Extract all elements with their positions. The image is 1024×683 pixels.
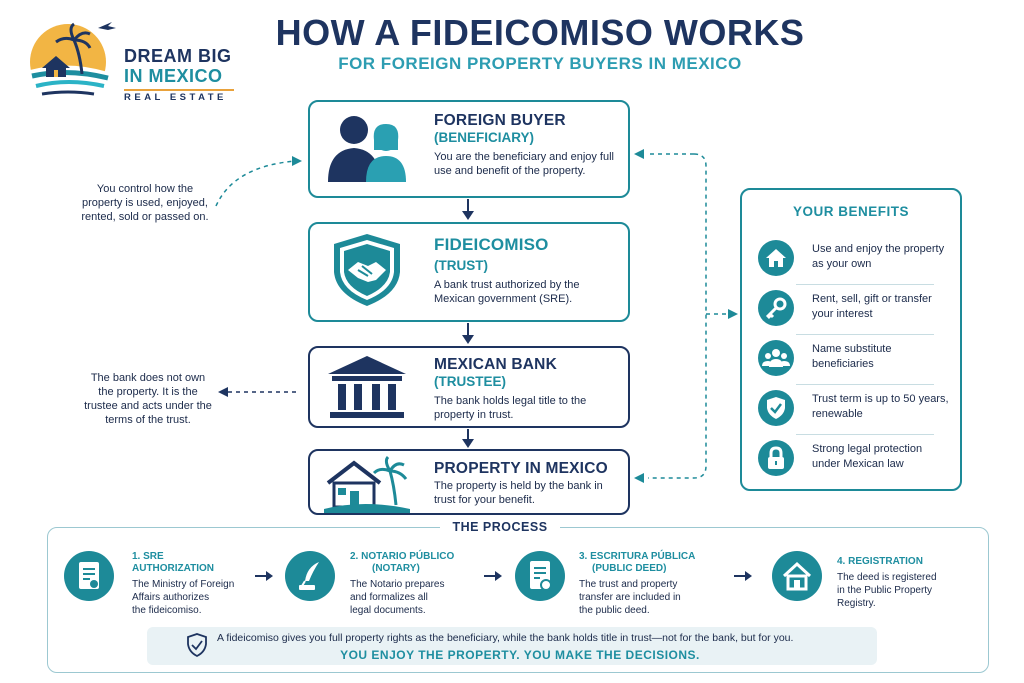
step-title: 4. REGISTRATION (837, 556, 923, 567)
note-bank: The bank does not own the property. It i… (84, 372, 212, 426)
benefit-divider (796, 434, 934, 435)
step-desc-line: The deed is registered (837, 572, 937, 583)
benefit-item: Rent, sell, gift or transfer your intere… (758, 286, 950, 334)
benefit-item: Name substitute beneficiaries (758, 336, 950, 384)
flow-card-title: PROPERTY IN MEXICO (434, 460, 608, 477)
logo-line3: REAL ESTATE (124, 92, 227, 103)
flow-card-description: You are the beneficiary and enjoy full u… (434, 151, 614, 177)
down-arrow-icon (462, 429, 474, 448)
shield-check-icon (758, 390, 794, 426)
benefit-divider (796, 384, 934, 385)
summary-tagline: YOU ENJOY THE PROPERTY. YOU MAKE THE DEC… (340, 648, 700, 662)
flow-card-mexican-bank: MEXICAN BANK (TRUSTEE) The bank holds le… (308, 346, 630, 428)
flow-card-title: MEXICAN BANK (434, 356, 557, 373)
quill-icon (285, 551, 335, 601)
page-subtitle: FOR FOREIGN PROPERTY BUYERS IN MEXICO (338, 54, 742, 73)
step-title-sub: (PUBLIC DEED) (592, 563, 667, 574)
benefits-panel: YOUR BENEFITS Use and enjoy the property… (740, 188, 962, 491)
summary-text: A fideicomiso gives you full property ri… (217, 632, 794, 644)
dashed-arrow-icon (215, 156, 302, 207)
logo-divider (124, 89, 234, 91)
benefit-text: Name substitute beneficiaries (812, 343, 892, 370)
benefit-text: Strong legal protection under Mexican la… (812, 443, 923, 470)
benefit-text: Trust term is up to 50 years, renewable (812, 393, 949, 420)
people-icon (328, 116, 406, 182)
step-desc-line: The trust and property (579, 579, 678, 590)
deed-icon (515, 551, 565, 601)
down-arrow-icon (462, 199, 474, 220)
step-title-sub: (NOTARY) (372, 563, 420, 574)
step-desc-line: the public deed. (579, 605, 650, 616)
down-arrow-icon (462, 323, 474, 344)
group-icon (758, 340, 794, 376)
benefit-divider (796, 284, 934, 285)
flow-card-title: FOREIGN BUYER (434, 112, 566, 129)
flow-card-description: The bank holds legal title to the proper… (434, 395, 587, 421)
step-title: 2. NOTARIO PÚBLICO (350, 551, 455, 562)
flow-card-subtitle: (BENEFICIARY) (434, 130, 534, 145)
handshake-shield-icon (334, 234, 400, 306)
dashed-arrow-icon (218, 387, 300, 397)
logo-line2: IN MEXICO (124, 66, 223, 86)
step-desc-line: The Ministry of Foreign (132, 579, 235, 590)
step-desc-line: Registry. (837, 598, 876, 609)
step-desc-line: the fideicomiso. (132, 605, 202, 616)
benefits-heading: YOUR BENEFITS (792, 204, 909, 219)
right-arrow-icon (734, 571, 752, 581)
benefit-text: Rent, sell, gift or transfer your intere… (812, 293, 932, 320)
process-heading: THE PROCESS (440, 520, 560, 534)
page-title: HOW A FIDEICOMISO WORKS (275, 12, 805, 53)
house-palm-icon (324, 455, 410, 513)
document-icon (64, 551, 114, 601)
benefit-item: Trust term is up to 50 years, renewable (758, 386, 950, 434)
house-icon (772, 551, 822, 601)
step-desc-line: The Notario prepares (350, 579, 445, 590)
flow-card-subtitle: (TRUSTEE) (434, 374, 506, 389)
logo-line1: DREAM BIG (124, 46, 232, 66)
step-desc-line: Affairs authorizes (132, 592, 210, 603)
note-control: You control how the property is used, en… (81, 183, 209, 223)
flow-card-title: FIDEICOMISO (434, 235, 549, 254)
step-desc-line: legal documents. (350, 605, 426, 616)
step-desc-line: transfer are included in (579, 592, 681, 603)
step-title: 1. SRE (132, 551, 164, 562)
bank-icon (328, 356, 406, 418)
step-desc-line: and formalizes all (350, 592, 428, 603)
benefit-divider (796, 334, 934, 335)
right-arrow-icon (484, 571, 502, 581)
flow-card-foreign-buyer: FOREIGN BUYER (BENEFICIARY) You are the … (308, 100, 630, 198)
benefits-connector (634, 149, 738, 483)
benefit-item: Strong legal protection under Mexican la… (758, 436, 950, 484)
flow-card-description: The property is held by the bank in trus… (434, 480, 603, 506)
flow-card-description: A bank trust authorized by the Mexican g… (434, 279, 580, 305)
lock-icon (758, 440, 794, 476)
step-desc-line: in the Public Property (837, 585, 933, 596)
flow-card-fideicomiso: FIDEICOMISO (TRUST) A bank trust authori… (308, 222, 630, 322)
benefit-text: Use and enjoy the property as your own (812, 243, 945, 270)
benefit-item: Use and enjoy the property as your own (758, 236, 950, 284)
shield-check-icon (187, 633, 207, 657)
right-arrow-icon (255, 571, 273, 581)
flow-card-subtitle: (TRUST) (434, 258, 488, 273)
summary-banner (147, 627, 877, 665)
step-title-sub: AUTHORIZATION (132, 563, 215, 574)
key-icon (758, 290, 794, 326)
step-title: 3. ESCRITURA PÚBLICA (579, 551, 696, 562)
house-icon (758, 240, 794, 276)
logo-emblem-icon (30, 22, 116, 105)
flow-card-property: PROPERTY IN MEXICO The property is held … (308, 449, 630, 515)
brand-logo: DREAM BIG IN MEXICO REAL ESTATE (28, 18, 243, 108)
